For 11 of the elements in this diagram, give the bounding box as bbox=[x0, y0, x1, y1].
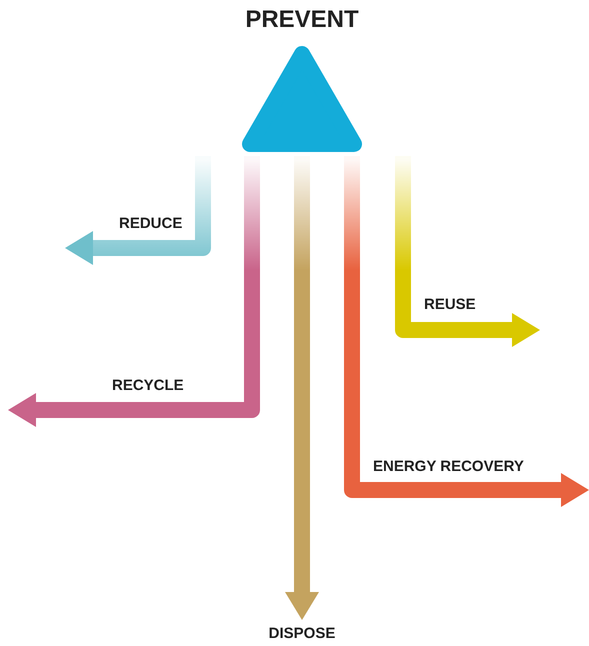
edge-label: REUSE bbox=[424, 296, 476, 314]
arrow bbox=[285, 156, 319, 620]
arrow bbox=[395, 156, 540, 347]
edge-label: RECYCLE bbox=[112, 377, 184, 395]
arrow bbox=[344, 156, 589, 507]
edge-label: REDUCE bbox=[119, 215, 182, 233]
arrow bbox=[65, 156, 211, 265]
text-label: DISPOSE bbox=[268, 624, 336, 644]
heading: PREVENT bbox=[244, 5, 360, 35]
arrow bbox=[8, 156, 260, 427]
edge-label: ENERGY RECOVERY bbox=[373, 458, 524, 476]
